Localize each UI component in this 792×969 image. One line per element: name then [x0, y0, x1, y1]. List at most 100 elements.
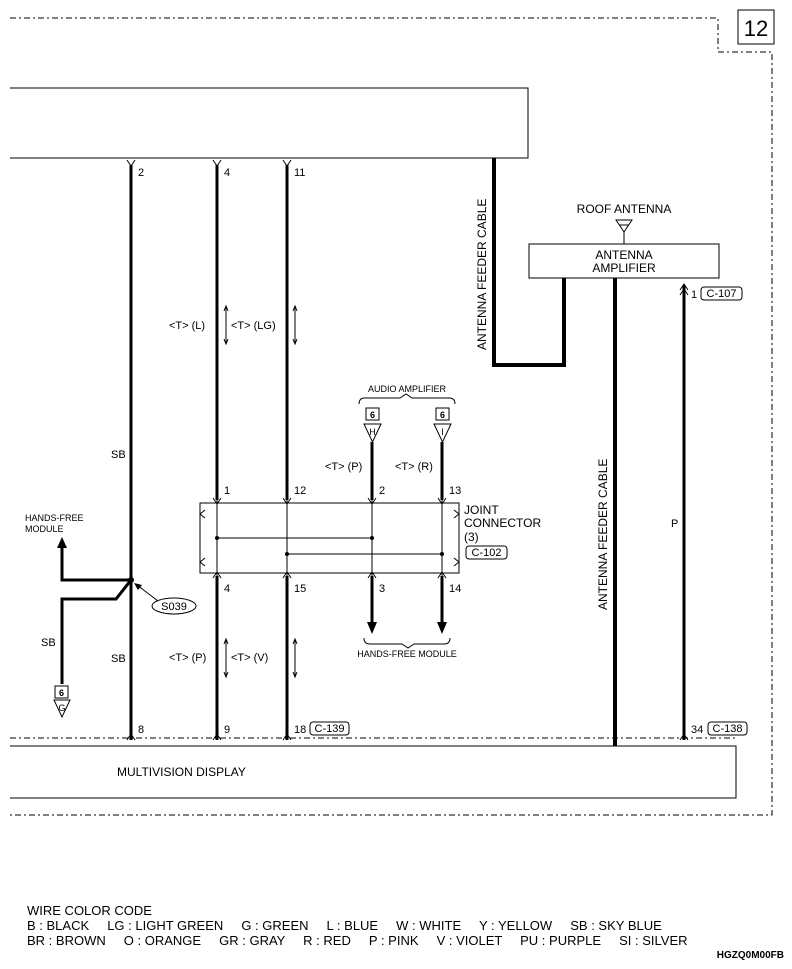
hf-arrow-14 [437, 622, 447, 634]
pin-amp-1-mark [679, 283, 689, 296]
legend-title: WIRE COLOR CODE [27, 903, 152, 918]
pin-bot-18: 18 [294, 724, 306, 736]
pin-8-bottom-mark [126, 733, 136, 741]
antenna-amplifier-box [528, 243, 720, 279]
wire-label-sb-ground: SB [41, 637, 56, 649]
ground-h-triangle [363, 423, 382, 444]
wire-label-t-v: <T> (V) [231, 652, 268, 664]
audio-amplifier-brace [358, 393, 456, 405]
ground-h-letter: H [369, 427, 376, 437]
c139-box [309, 721, 350, 736]
splice-label-oval [151, 597, 197, 615]
hands-free-left-1: HANDS-FREE [25, 513, 84, 523]
ground-i-box [435, 407, 450, 421]
legend-line-2: BR : BROWN O : ORANGE GR : GRAY R : RED … [27, 933, 688, 948]
hands-free-bottom-label: HANDS-FREE MODULE [357, 649, 457, 659]
wire-label-p: P [671, 518, 678, 530]
splice-leader [136, 584, 159, 602]
jc-dot-3 [285, 552, 289, 556]
wire-label-sb-upper: SB [111, 449, 126, 461]
hf-arrow-3 [367, 622, 377, 634]
jc-dot-2 [370, 536, 374, 540]
pin-jc-14: 14 [449, 583, 461, 595]
roof-antenna-icon [615, 219, 633, 244]
t-p-lower-arrow [223, 637, 229, 679]
t-l-arrow [223, 304, 229, 346]
connector-c107: C-107 [707, 288, 737, 300]
wire-label-t-lg: <T> (LG) [231, 320, 276, 332]
ground-i-letter: I [441, 427, 444, 437]
pin-top-4: 4 [224, 167, 230, 179]
pin-bot-8: 8 [138, 724, 144, 736]
jc-dot-1 [215, 536, 219, 540]
c138-box [707, 721, 748, 736]
legend-line-1: B : BLACK LG : LIGHT GREEN G : GREEN L :… [27, 918, 662, 933]
diagram-code: HGZQ0M00FB [716, 950, 784, 961]
pin-4-top-mark [212, 159, 222, 167]
page-number: 12 [744, 16, 768, 41]
antenna-feeder-cable-right-label: ANTENNA FEEDER CABLE [596, 459, 610, 610]
pin-amp-1: 1 [691, 289, 697, 301]
wire-label-t-r: <T> (R) [395, 461, 433, 473]
pin-top-11: 11 [294, 167, 305, 179]
ground-h-box [365, 407, 380, 421]
ground-i-num: 6 [440, 410, 445, 420]
ground-g-letter: G [58, 703, 65, 713]
pin-34-bottom-mark [679, 733, 689, 741]
connector-c138: C-138 [713, 723, 743, 735]
pin-bot-9: 9 [224, 724, 230, 736]
hands-free-left-2: MODULE [25, 524, 64, 534]
diagram-border [10, 17, 773, 816]
ground-g-triangle [53, 699, 71, 719]
ground-g-box [54, 685, 69, 699]
antenna-amplifier-1: ANTENNA [595, 248, 652, 262]
splice-label: S039 [161, 601, 187, 613]
ground-i-triangle [433, 423, 452, 444]
pin-top-2: 2 [138, 167, 144, 179]
joint-connector-2: CONNECTOR [464, 516, 541, 530]
pin-2-top-mark [126, 159, 136, 167]
connector-c139: C-139 [315, 723, 345, 735]
ground-h-num: 6 [370, 410, 375, 420]
jc-side-marks [199, 509, 460, 567]
pin-jc-12: 12 [294, 485, 306, 497]
pin-9-bottom-mark [212, 733, 222, 741]
roof-antenna-label: ROOF ANTENNA [577, 202, 672, 216]
joint-connector-3: (3) [464, 530, 479, 544]
antenna-feeder-cable-left-label: ANTENNA FEEDER CABLE [475, 199, 489, 350]
pin-bot-34: 34 [691, 724, 703, 736]
c107-box [700, 286, 743, 301]
wire-to-hands-free [60, 545, 131, 582]
splice-leader-arrow [134, 583, 142, 590]
jc-pin-marks [212, 497, 447, 579]
wire-label-t-p-lower: <T> (P) [169, 652, 206, 664]
pin-jc-2: 2 [379, 485, 385, 497]
pin-jc-4: 4 [224, 583, 230, 595]
pin-jc-1: 1 [224, 485, 230, 497]
t-v-arrow [292, 637, 298, 679]
top-unit-box [10, 87, 529, 159]
t-lg-arrow [292, 304, 298, 346]
antenna-feeder-cable-left-wire [492, 158, 566, 367]
ground-g-num: 6 [59, 688, 64, 698]
pin-jc-13: 13 [449, 485, 461, 497]
connector-c102: C-102 [472, 547, 502, 559]
wire-to-ground-g [60, 579, 133, 684]
page-number-box [737, 9, 775, 45]
jc-dot-4 [440, 552, 444, 556]
pin-jc-3: 3 [379, 583, 385, 595]
wire-color-legend: WIRE COLOR CODE B : BLACK LG : LIGHT GRE… [27, 903, 688, 948]
multivision-display-label: MULTIVISION DISPLAY [117, 765, 246, 779]
pin-jc-15: 15 [294, 583, 306, 595]
pin-18-bottom-mark [282, 733, 292, 741]
wire-label-t-l: <T> (L) [169, 320, 205, 332]
c102-box [465, 545, 508, 560]
wire-label-sb-lower: SB [111, 653, 126, 665]
hands-free-brace [363, 637, 451, 649]
multivision-display-box [10, 745, 737, 799]
wire-label-t-p-upper: <T> (P) [325, 461, 362, 473]
pin-11-top-mark [282, 159, 292, 167]
antenna-amplifier-2: AMPLIFIER [592, 261, 656, 275]
audio-amplifier-label: AUDIO AMPLIFIER [368, 384, 447, 394]
